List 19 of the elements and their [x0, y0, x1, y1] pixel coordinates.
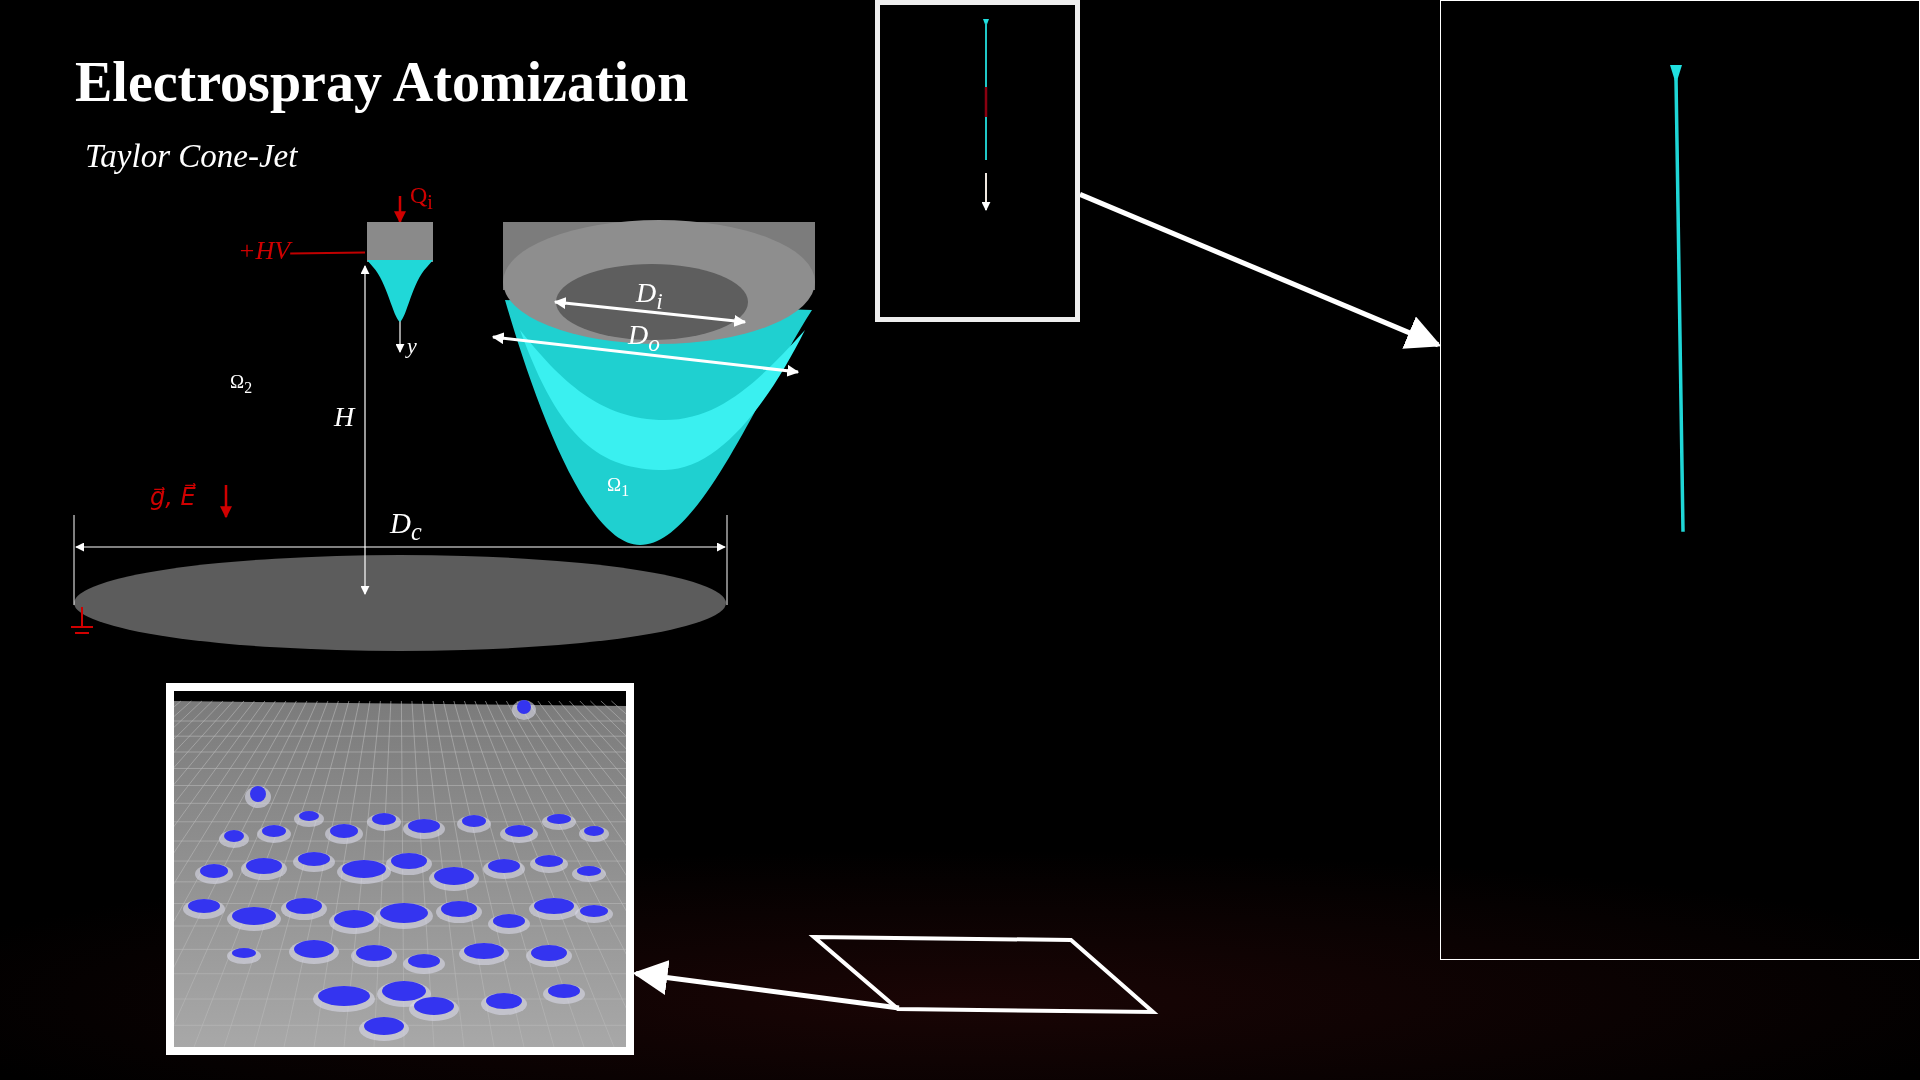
- arrow: [1079, 192, 1442, 349]
- voltage-label: +HV: [238, 236, 291, 266]
- title: Electrospray Atomization: [75, 52, 689, 114]
- leader-line: [289, 251, 366, 255]
- math-symbol: Q$_{i}$: [410, 182, 433, 213]
- subtitle: Taylor Cone-Jet: [85, 138, 298, 175]
- math-symbol: g⃗, E⃗: [150, 484, 196, 511]
- axis-label: y: [407, 334, 417, 359]
- arrow: [632, 960, 900, 1011]
- dimension-label: D$_{i}$: [636, 278, 663, 315]
- droplet-picture: [166, 683, 634, 1055]
- dimension-label: D$_{c}$: [390, 508, 422, 546]
- simulation-frame: [875, 0, 1080, 322]
- dimension-label: D$_{o}$: [628, 320, 660, 357]
- dimension-label: H: [334, 402, 355, 433]
- math-symbol: Ω$_{2}$: [230, 372, 253, 397]
- jet-panel: [1440, 0, 1920, 960]
- math-symbol: Ω$_{1}$: [607, 475, 630, 500]
- nozzle-drawing: [367, 222, 433, 322]
